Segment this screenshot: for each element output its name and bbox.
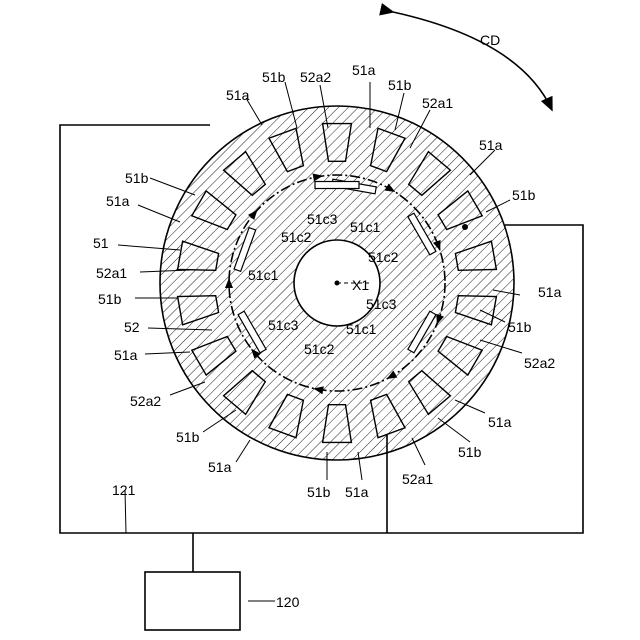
label-cd: CD <box>480 32 500 48</box>
label-51c2-2: 51c2 <box>368 249 399 265</box>
bar-magnet <box>315 182 359 189</box>
label-52a2-3: 52a2 <box>130 393 161 409</box>
label-51c2-1: 51c2 <box>281 229 312 245</box>
label-51a-5: 51a <box>538 284 562 300</box>
label-51c3-3: 51c3 <box>268 317 299 333</box>
label-51c2-3: 51c2 <box>304 341 335 357</box>
label-51a-4: 51a <box>106 193 130 209</box>
rotation-direction-arrow <box>393 12 552 110</box>
label-51b-7: 51b <box>176 429 200 445</box>
label-51b-5: 51b <box>98 291 122 307</box>
label-x1: X1 <box>352 277 369 293</box>
label-51c3-1: 51c3 <box>307 211 338 227</box>
label-52a2-2: 52a2 <box>524 355 555 371</box>
label-52a1-1: 52a1 <box>422 95 453 111</box>
label-51c1-2: 51c1 <box>248 267 279 283</box>
label-51b-4: 51b <box>125 170 149 186</box>
label-51a-6: 51a <box>114 347 138 363</box>
label-52a1-3: 52a1 <box>402 471 433 487</box>
label-51a-1: 51a <box>226 87 250 103</box>
label-52a1-2: 52a1 <box>96 265 127 281</box>
label-120: 120 <box>276 594 300 610</box>
label-51b-2: 51b <box>388 77 412 93</box>
label-51a-7: 51a <box>488 414 512 430</box>
label-51a-9: 51a <box>345 484 369 500</box>
label-52: 52 <box>124 319 140 335</box>
label-51c3-2: 51c3 <box>366 296 397 312</box>
controller-box <box>145 572 240 630</box>
label-51: 51 <box>93 235 109 251</box>
label-51a-2: 51a <box>352 62 376 78</box>
label-51c1-1: 51c1 <box>350 219 381 235</box>
label-121: 121 <box>112 482 136 498</box>
label-51a-3: 51a <box>479 137 503 153</box>
label-51a-8: 51a <box>208 459 232 475</box>
label-51b-3: 51b <box>512 187 536 203</box>
label-51b-1: 51b <box>262 69 286 85</box>
label-51b-8: 51b <box>458 444 482 460</box>
label-52a2-1: 52a2 <box>300 69 331 85</box>
label-51b-9: 51b <box>307 484 331 500</box>
label-51b-6: 51b <box>508 319 532 335</box>
label-51c1-3: 51c1 <box>346 321 377 337</box>
